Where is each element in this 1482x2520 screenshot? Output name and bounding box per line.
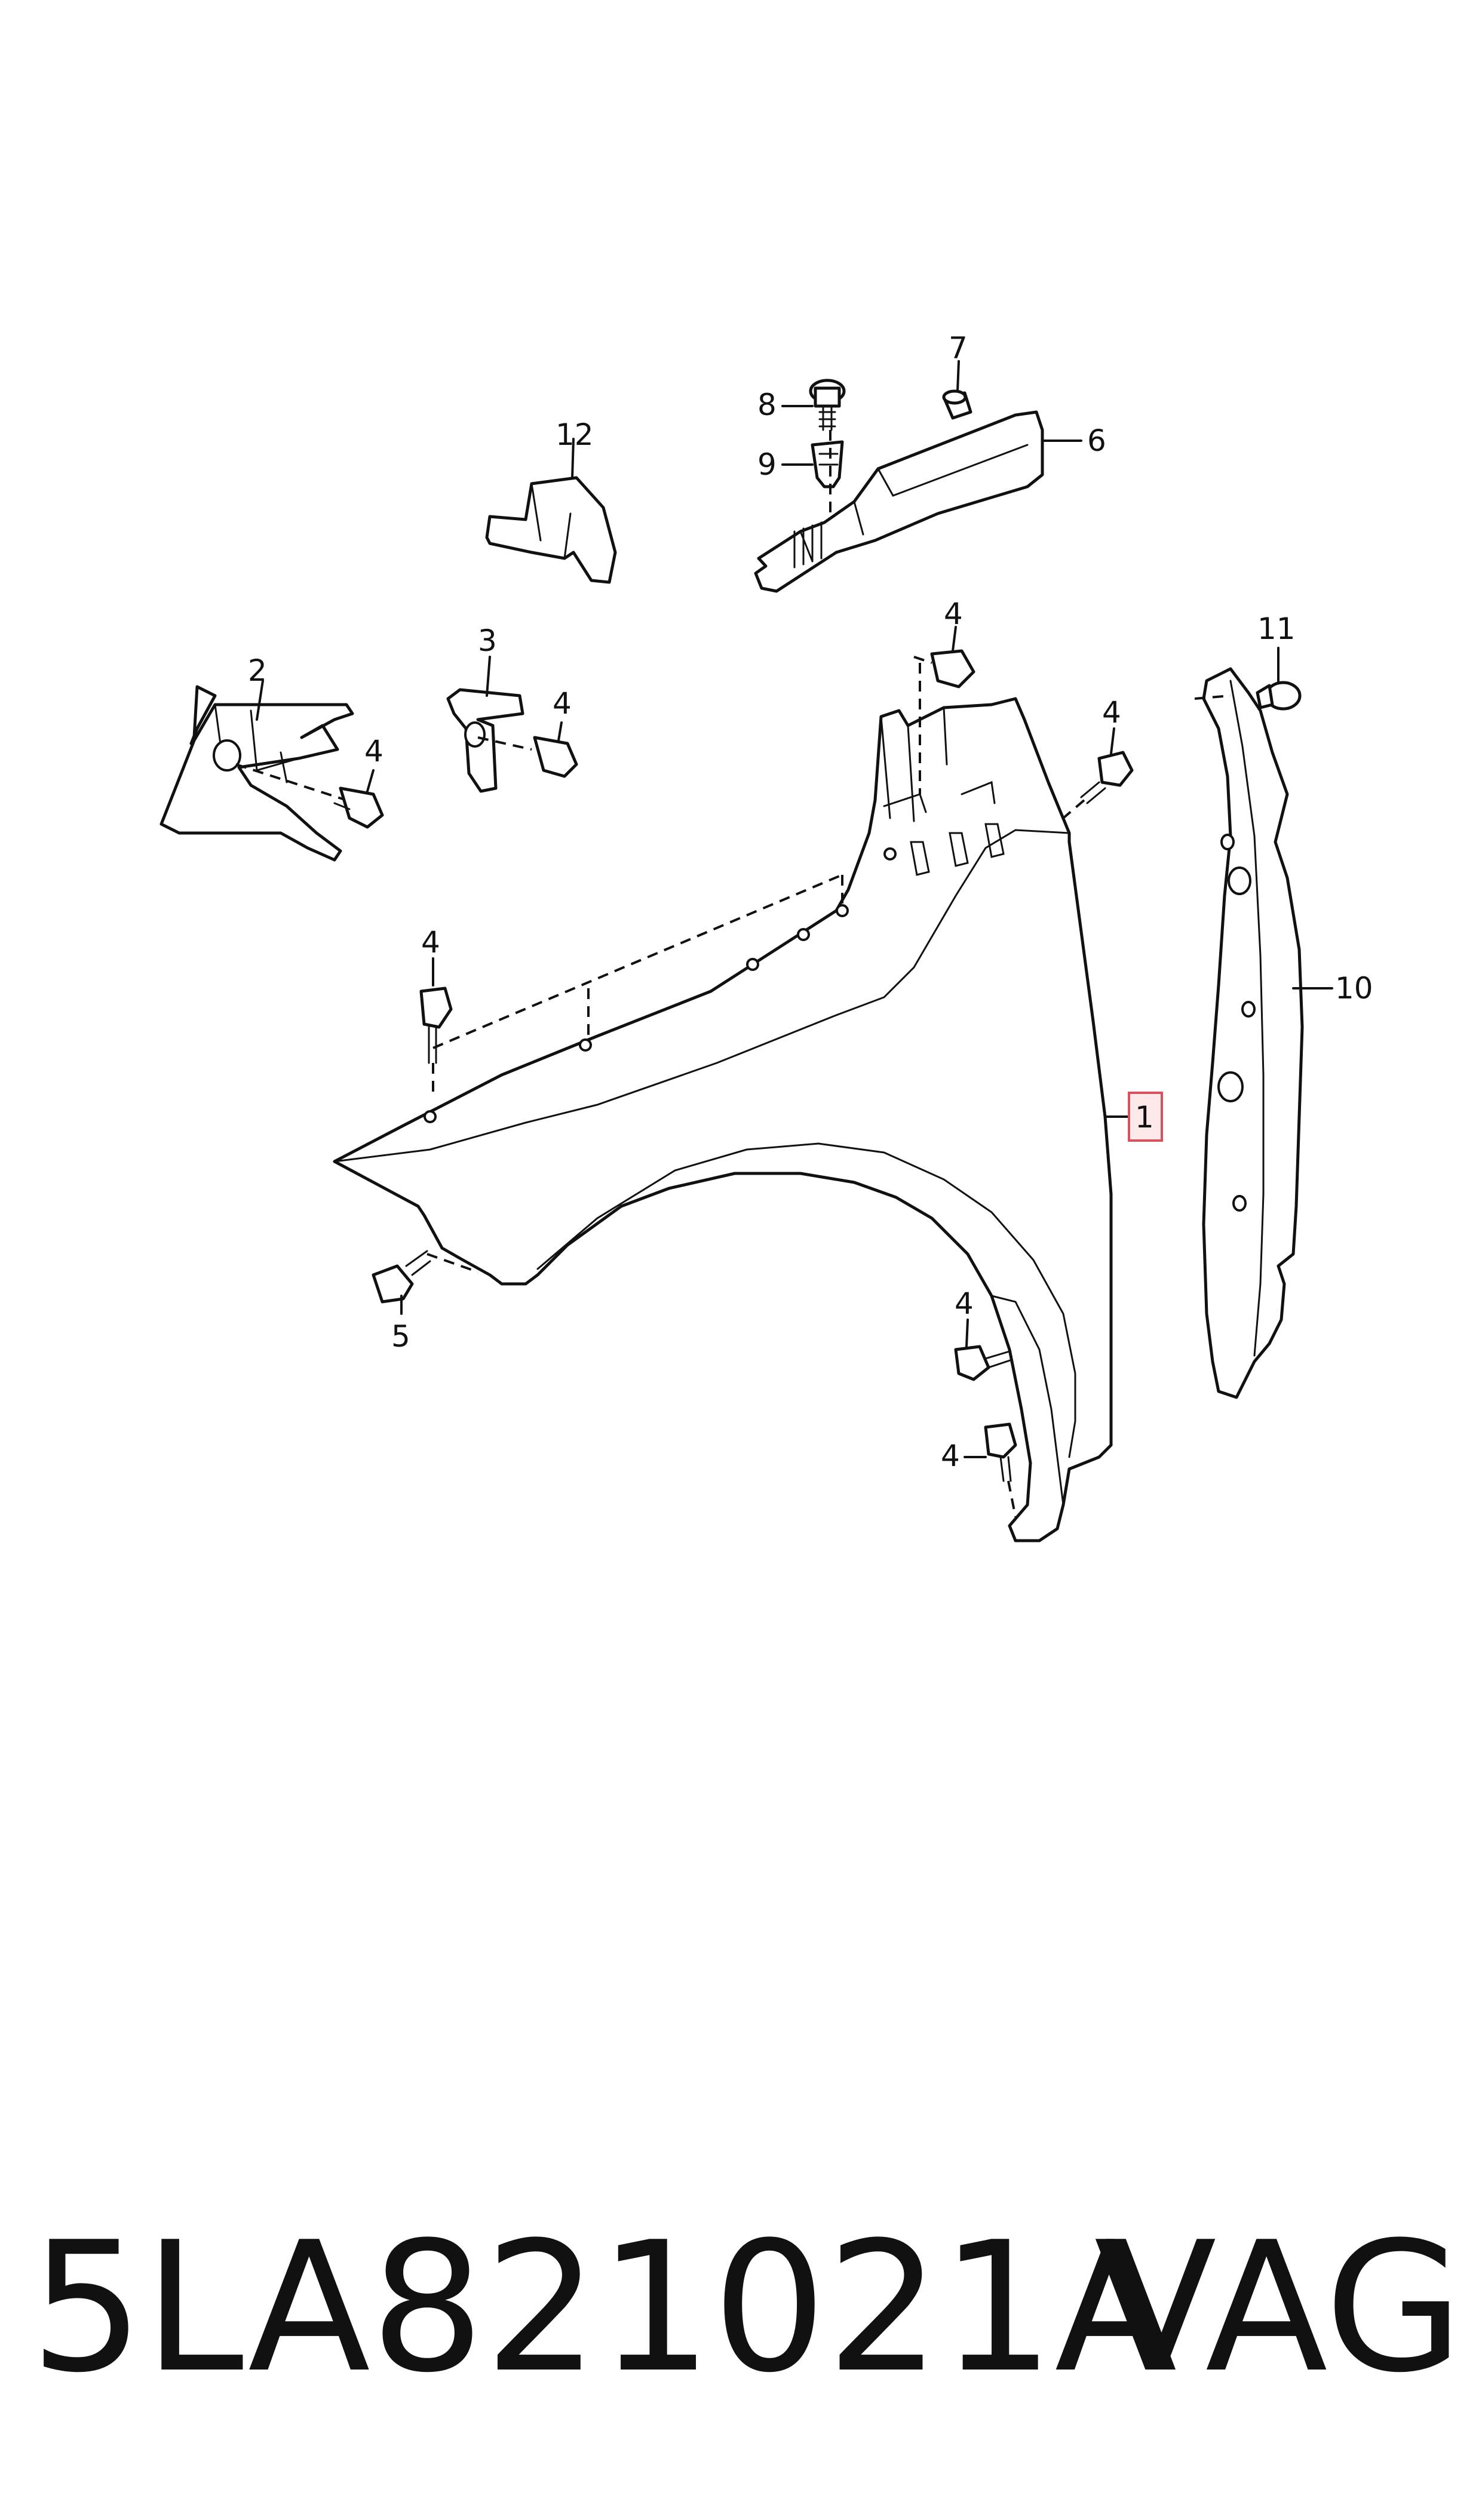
leader-4d [952, 626, 957, 652]
part-6-trim-strip [754, 410, 1044, 593]
part-11-nut-clip [1256, 681, 1302, 711]
callout-4f: 4 [955, 1286, 974, 1321]
part-4-bolt-b [477, 736, 578, 778]
callout-11: 11 [1257, 611, 1296, 646]
part-4-bolt-g [984, 1422, 1017, 1517]
callout-9: 9 [757, 447, 777, 482]
part-4-bolt-d [913, 649, 975, 689]
leader-7 [956, 360, 960, 392]
part-4-bolt-a [235, 763, 384, 829]
callout-4c: 4 [421, 925, 440, 960]
callout-3: 3 [478, 623, 497, 658]
part-3-bracket-small [446, 688, 524, 793]
part-7-clip-nut [942, 389, 972, 420]
leader-2 [256, 680, 264, 721]
callout-4b: 4 [553, 686, 572, 721]
leader-4b [557, 721, 563, 742]
callout-4e: 4 [1102, 695, 1121, 730]
part-10-seal-strip [1194, 667, 1304, 1399]
leader-3 [486, 656, 491, 697]
part-number: 5LA821021A [30, 2204, 1177, 2412]
part-9-expanding-clip [811, 440, 844, 488]
part-1-fender [333, 663, 1113, 1542]
callout-8: 8 [757, 388, 777, 422]
callout-7: 7 [949, 331, 968, 365]
callout-4a: 4 [364, 734, 383, 769]
brand-label: VAG [1094, 2204, 1463, 2412]
callout-5: 5 [391, 1319, 410, 1354]
callout-10: 10 [1335, 971, 1373, 1006]
leader-4a [366, 769, 375, 792]
callout-4d: 4 [944, 597, 963, 631]
callout-12: 12 [556, 417, 594, 452]
part-4-bolt-c [419, 987, 453, 1099]
callout-6: 6 [1087, 423, 1106, 458]
part-12-cover [485, 476, 617, 584]
callout-2: 2 [248, 653, 267, 688]
callout-1: 1 [1135, 1100, 1154, 1135]
part-5-stud-bolt [372, 1250, 478, 1304]
part-4-bolt-e [1062, 751, 1134, 819]
leader-4f [965, 1319, 969, 1348]
part-8-screw [809, 379, 846, 431]
part-2-bracket-front [159, 685, 354, 862]
leader-4e [1110, 727, 1115, 755]
callout-1-highlight [1128, 1092, 1163, 1142]
part-footer: 5LA821021A VAG [30, 2209, 1463, 2407]
callout-4g: 4 [941, 1439, 960, 1473]
leader-12 [571, 438, 575, 479]
